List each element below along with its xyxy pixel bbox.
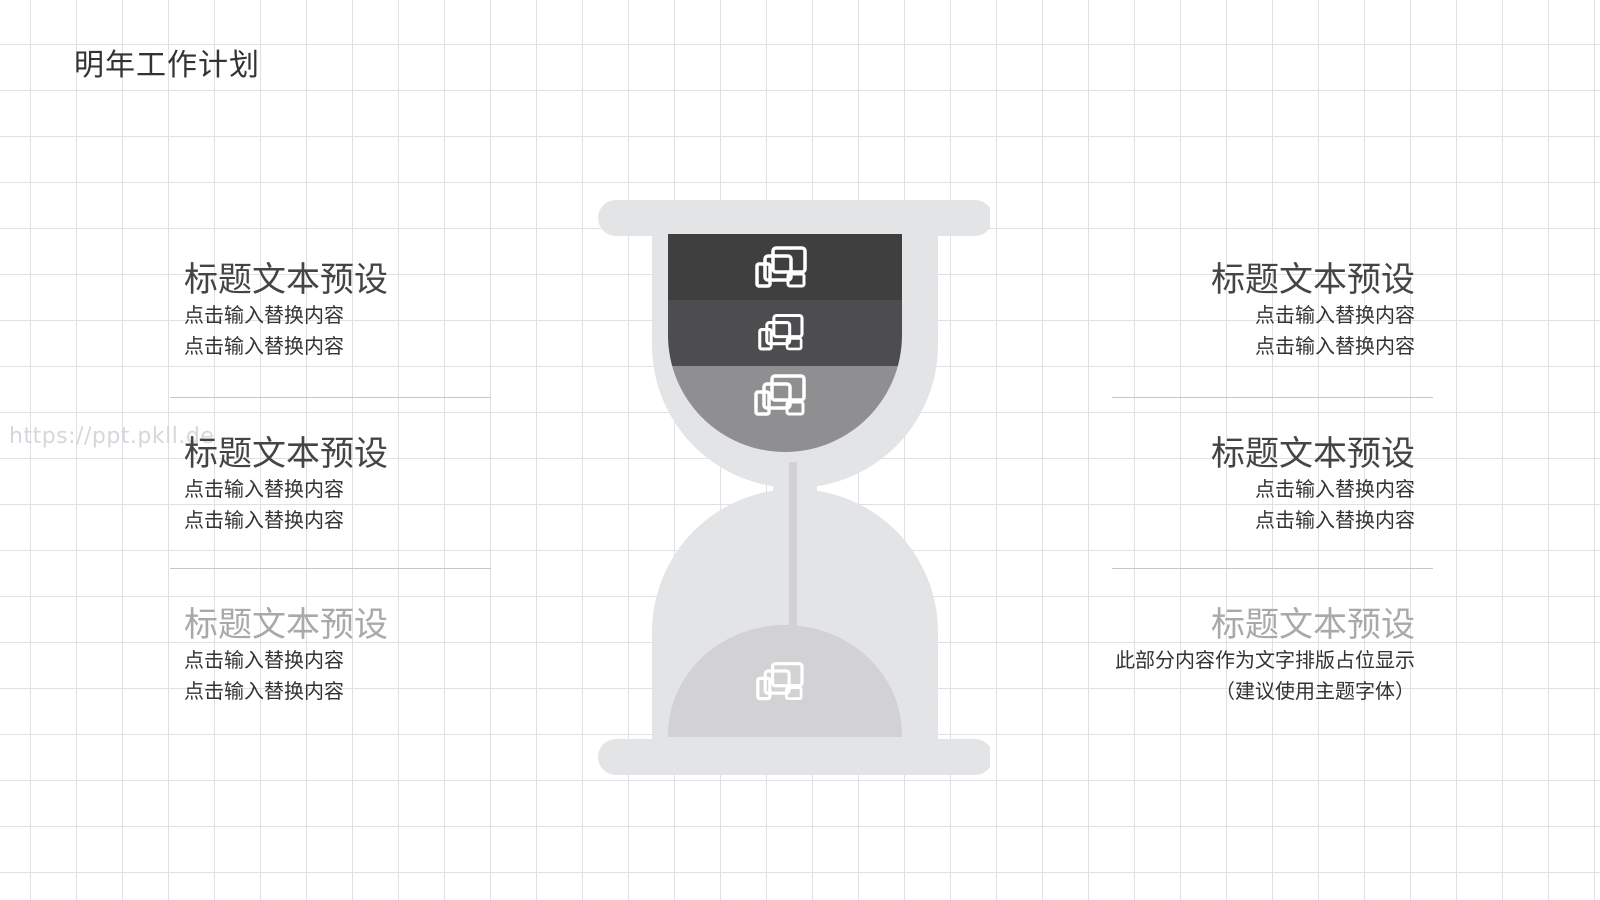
- right-block-1: 标题文本预设 点击输入替换内容 点击输入替换内容: [1055, 260, 1415, 362]
- sand-band-1: [668, 234, 902, 300]
- block-text: 点击输入替换内容: [184, 334, 344, 358]
- sand-stream: [789, 462, 797, 642]
- devices-icon: [758, 313, 804, 351]
- block-text: （建议使用主题字体）: [1215, 679, 1415, 703]
- block-heading: 标题文本预设: [1211, 605, 1415, 645]
- devices-icon: [755, 246, 807, 288]
- left-divider-1: [170, 397, 491, 398]
- block-text: 点击输入替换内容: [1255, 477, 1415, 501]
- block-text: 点击输入替换内容: [184, 679, 344, 703]
- devices-icon: [756, 662, 804, 701]
- hourglass-top-cap: [598, 200, 990, 236]
- right-block-3: 标题文本预设 此部分内容作为文字排版占位显示 （建议使用主题字体）: [1055, 605, 1415, 707]
- block-heading: 标题文本预设: [184, 434, 388, 474]
- left-block-2: 标题文本预设 点击输入替换内容 点击输入替换内容: [184, 434, 544, 536]
- block-text: 点击输入替换内容: [1255, 508, 1415, 532]
- right-divider-2: [1112, 568, 1433, 569]
- block-text: 点击输入替换内容: [184, 477, 344, 501]
- watermark: https://ppt.pkll.de: [9, 424, 215, 449]
- hourglass-graphic: [598, 200, 990, 775]
- sand-bottom: [668, 625, 902, 737]
- block-text: 点击输入替换内容: [184, 648, 344, 672]
- block-heading: 标题文本预设: [184, 260, 388, 300]
- right-divider-1: [1112, 397, 1433, 398]
- page-title: 明年工作计划: [74, 48, 260, 83]
- left-divider-2: [170, 568, 491, 569]
- block-heading: 标题文本预设: [1211, 260, 1415, 300]
- block-heading: 标题文本预设: [184, 605, 388, 645]
- block-text: 点击输入替换内容: [184, 508, 344, 532]
- left-block-1: 标题文本预设 点击输入替换内容 点击输入替换内容: [184, 260, 544, 362]
- block-text: 此部分内容作为文字排版占位显示: [1115, 648, 1415, 672]
- hourglass-bottom-cap: [598, 739, 990, 775]
- block-text: 点击输入替换内容: [1255, 334, 1415, 358]
- sand-band-2: [668, 300, 902, 366]
- block-text: 点击输入替换内容: [1255, 303, 1415, 327]
- block-text: 点击输入替换内容: [184, 303, 344, 327]
- devices-icon: [754, 374, 806, 416]
- block-heading: 标题文本预设: [1211, 434, 1415, 474]
- left-block-3: 标题文本预设 点击输入替换内容 点击输入替换内容: [184, 605, 544, 707]
- right-block-2: 标题文本预设 点击输入替换内容 点击输入替换内容: [1055, 434, 1415, 536]
